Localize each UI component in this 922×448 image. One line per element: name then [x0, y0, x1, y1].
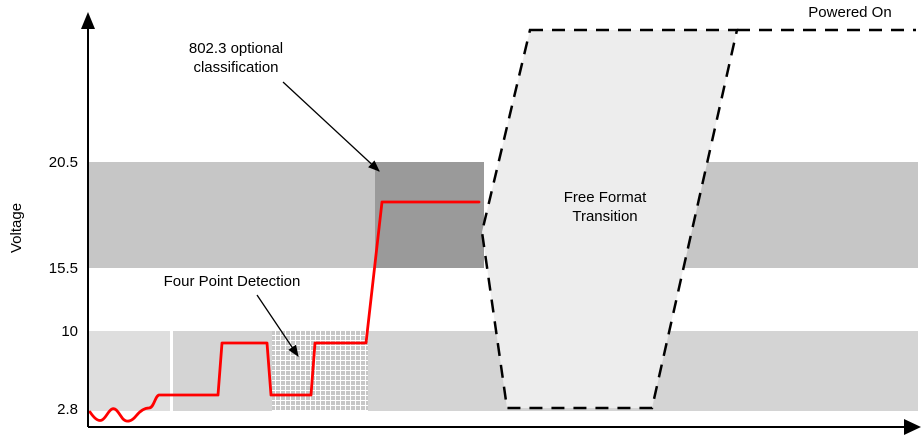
- classification-annotation: 802.3 optional classification: [189, 40, 380, 172]
- detection-arrow: [256, 294, 299, 357]
- detection-band-divider: [170, 331, 173, 411]
- y-axis-label: Voltage: [8, 203, 25, 253]
- classification-arrow: [282, 81, 380, 172]
- transition-label-line2: Transition: [572, 208, 637, 225]
- free-format-transition-region: [480, 28, 739, 410]
- detection-annotation: Four Point Detection: [164, 273, 301, 357]
- y-axis-arrow-icon: [81, 12, 95, 29]
- classification-optional-region: [375, 162, 484, 268]
- detection-band-initial-segment: [88, 331, 170, 411]
- classification-annotation-line1: 802.3 optional: [189, 40, 283, 57]
- detection-annotation-label: Four Point Detection: [164, 273, 301, 290]
- transition-label-line1: Free Format: [564, 189, 647, 206]
- tick-label-15-5: 15.5: [49, 260, 78, 277]
- classification-annotation-line2: classification: [193, 59, 278, 76]
- powered-on-label: Powered On: [808, 4, 891, 21]
- tick-label-20-5: 20.5: [49, 154, 78, 171]
- x-axis-arrow-icon: [904, 419, 921, 435]
- voltage-trace: [88, 200, 481, 423]
- tick-label-10: 10: [61, 323, 78, 340]
- tick-label-2-8: 2.8: [57, 401, 78, 418]
